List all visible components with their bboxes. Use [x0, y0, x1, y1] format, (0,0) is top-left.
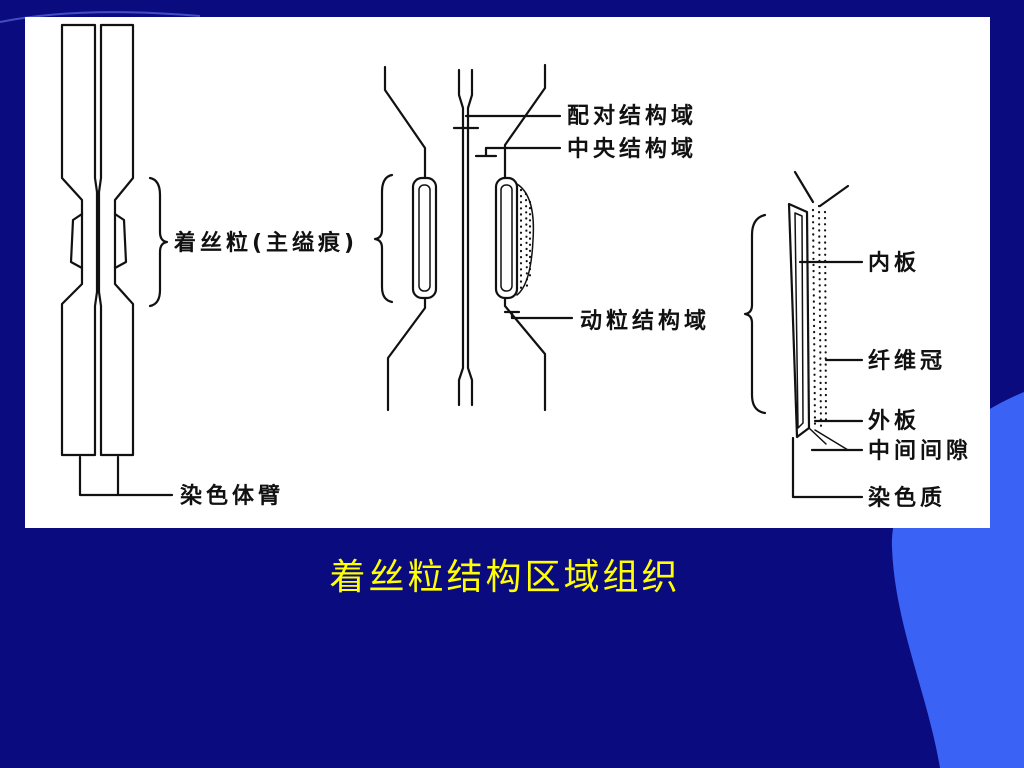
- label-chromosome-arm: 染色体臂: [180, 483, 284, 509]
- plate-outline: [787, 202, 811, 439]
- left-kinetochore-plate: [411, 176, 438, 300]
- fibrous-corona-stipple: [811, 204, 828, 432]
- fibrous-corona-dots: [519, 188, 532, 292]
- label-outer-plate: 外板: [868, 408, 920, 434]
- left-chromatid: [60, 23, 99, 457]
- label-centromere: 着丝粒(主缢痕): [173, 230, 358, 256]
- label-inter-zone: 中间间隙: [868, 439, 972, 464]
- centromere-diagram: 着丝粒(主缢痕) 染色体臂 配对结构域: [60, 23, 972, 511]
- central-axis-right: [466, 68, 474, 407]
- kinetochore-fine-structure-figure: 内板 纤维冠 外板 中间间隙 染色质: [743, 170, 972, 511]
- label-kinetochore-domain: 动粒结构域: [580, 308, 710, 334]
- label-inner-plate: 内板: [868, 251, 920, 276]
- central-domain-marker: [474, 146, 498, 158]
- label-central-domain: 中央结构域: [567, 136, 697, 162]
- central-axis-left: [457, 68, 465, 407]
- left-kinetochore: [69, 212, 84, 270]
- centromere-brace: [148, 176, 169, 308]
- chromosome-arm-leader: [78, 455, 174, 497]
- label-chromatin: 染色质: [868, 485, 946, 511]
- centromere-domain-figure: 配对结构域 中央结构域 动粒结构域: [373, 63, 710, 412]
- middle-brace: [373, 173, 394, 304]
- right-kinetochore-plate-inner: [500, 184, 513, 292]
- diagram-panel: 着丝粒(主缢痕) 染色体臂 配对结构域: [25, 17, 990, 528]
- top-left-arc: [0, 11, 201, 23]
- label-pairing-domain: 配对结构域: [567, 103, 697, 129]
- left-kinetochore-plate-inner: [418, 184, 431, 292]
- slide-caption: 着丝粒结构区域组织: [329, 557, 681, 598]
- chromatin-leader: [791, 436, 864, 499]
- right-kinetochore: [113, 212, 128, 270]
- inter-zone-lines: [808, 427, 849, 451]
- chromosome-figure: 着丝粒(主缢痕) 染色体臂: [60, 23, 358, 509]
- right-kinetochore-plate: [494, 176, 519, 300]
- chromatin-v-boundary: [793, 170, 850, 208]
- label-fibrous-corona: 纤维冠: [868, 348, 946, 374]
- right-chromatid: [97, 23, 135, 457]
- right-brace: [743, 213, 767, 415]
- plate-core: [794, 212, 804, 429]
